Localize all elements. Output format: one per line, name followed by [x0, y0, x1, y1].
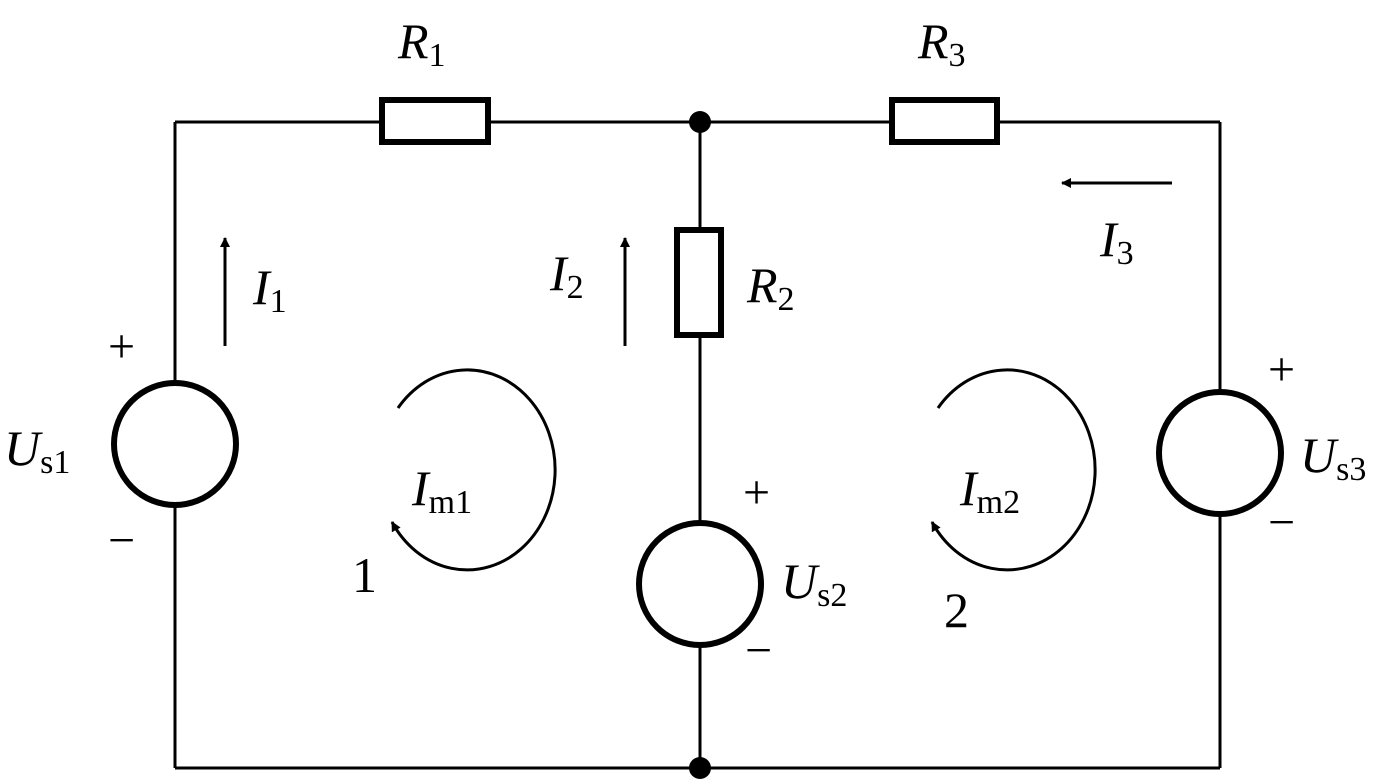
label-r3: R3: [917, 13, 966, 74]
wires: [173, 120, 1222, 770]
resistor-r2: [674, 227, 724, 338]
label-i1: I1: [252, 259, 287, 320]
node-bottom-junction: [689, 757, 711, 779]
voltage-source-us1: [111, 380, 239, 508]
polarity-minus-us1: −: [108, 514, 135, 567]
mesh-number-2: 2: [944, 582, 969, 638]
label-r1: R1: [397, 13, 446, 74]
voltage-source-us2: [636, 520, 764, 648]
label-us3: Us3: [1300, 427, 1366, 488]
polarity-minus-us2: −: [745, 624, 772, 677]
label-us1: Us1: [4, 420, 70, 481]
label-us2: Us2: [781, 553, 847, 614]
label-r2: R2: [746, 257, 795, 318]
label-im1: Im1: [411, 460, 472, 521]
resistor-r3: [889, 97, 1000, 145]
polarity-plus-us1: +: [108, 320, 135, 373]
mesh-loop-arrow-2: [930, 368, 1097, 572]
polarity-plus-us2: +: [743, 466, 770, 519]
voltage-source-us3: [1156, 389, 1284, 517]
label-im2: Im2: [959, 460, 1020, 521]
mesh-number-1: 1: [352, 547, 377, 603]
polarity-plus-us3: +: [1268, 343, 1295, 396]
label-i3: I3: [1099, 211, 1134, 272]
polarity-minus-us3: −: [1268, 496, 1295, 549]
node-top-junction: [689, 111, 711, 133]
resistor-r1: [379, 97, 491, 145]
label-i2: I2: [549, 245, 584, 306]
mesh-loop-arrow-1: [390, 368, 557, 572]
